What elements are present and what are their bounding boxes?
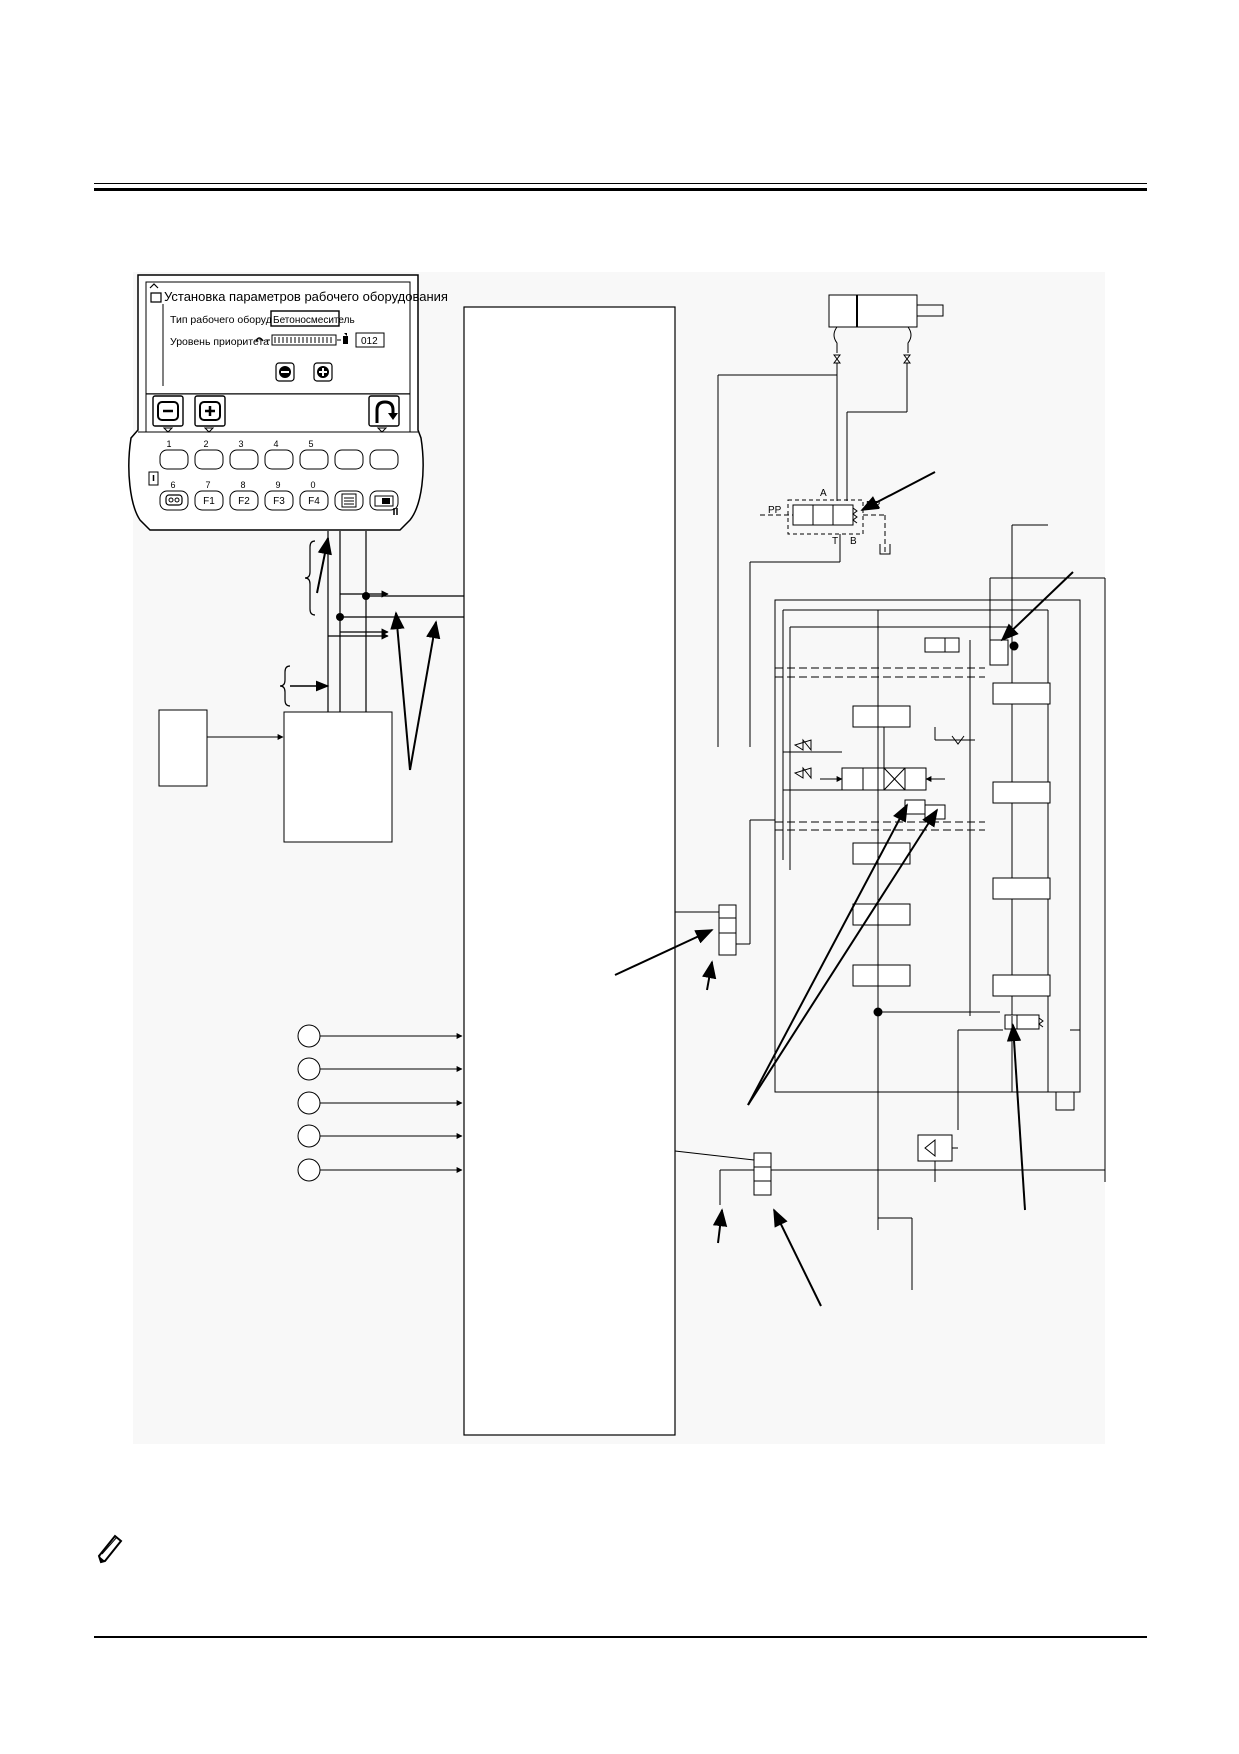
junction-dot <box>1009 641 1019 651</box>
f2-label: F2 <box>238 496 250 507</box>
key-number-0: 0 <box>310 480 315 490</box>
priority-value-box <box>355 332 385 348</box>
controller-box <box>283 711 393 843</box>
input-sensors <box>297 1024 463 1182</box>
rabbit-icon <box>343 333 348 344</box>
key-number-4: 4 <box>273 439 278 449</box>
header-rule-thin <box>94 183 1147 184</box>
screen-title: Установка параметров рабочего оборудован… <box>164 289 448 304</box>
keypad-key-f3[interactable] <box>264 490 294 511</box>
keypad-key-5[interactable] <box>299 449 329 470</box>
turtle-icon <box>255 337 264 342</box>
pointer-arrow <box>614 929 714 976</box>
key-number-3: 3 <box>238 439 243 449</box>
lcd-screen: Установка параметров рабочего оборудован… <box>149 283 448 386</box>
solenoid-valve-upper <box>718 904 737 956</box>
pointer-arrow <box>702 960 717 991</box>
keypad-key-2[interactable] <box>194 449 224 470</box>
pointer-arrow <box>390 611 411 771</box>
f1-label: F1 <box>203 496 215 507</box>
pointer-arrow <box>316 536 332 594</box>
keypad-key-f4[interactable] <box>299 490 329 511</box>
pointer-arrow <box>409 620 441 771</box>
key-number-8: 8 <box>240 480 245 490</box>
keypad-key-blank-2[interactable] <box>369 449 399 470</box>
keypad: 1 2 3 4 5 6 7 8 9 0 F1 F2 F3 F4 <box>148 439 399 515</box>
port-t-label: T <box>832 536 838 547</box>
type-value: Бетоносмеситель <box>273 315 355 326</box>
input-sensor-4 <box>297 1124 321 1148</box>
screen-mode-icon <box>165 494 183 506</box>
pointer-arrow <box>1000 571 1074 642</box>
pointer-arrow <box>747 808 938 1106</box>
priority-slider[interactable] <box>271 334 337 346</box>
input-sensor-1 <box>297 1024 321 1048</box>
header-rule-thick <box>94 188 1147 191</box>
port-pp-label: PP <box>768 505 782 516</box>
port-b-label: B <box>850 536 857 547</box>
hydraulic-cylinder <box>828 294 918 328</box>
directional-valve <box>792 504 854 526</box>
valve-dashed-housing <box>787 499 864 535</box>
valve-bottom-right <box>1004 1014 1040 1030</box>
pointer-arrow <box>747 803 908 1106</box>
key-number-5: 5 <box>308 439 313 449</box>
pencil-note-icon <box>97 1534 123 1564</box>
junction-dot <box>873 1007 883 1017</box>
wiring-left <box>279 531 466 714</box>
priority-label: Уровень приоритета <box>170 336 269 348</box>
return-arrow-icon <box>375 400 395 423</box>
key-number-1: 1 <box>166 439 171 449</box>
keypad-key-f2[interactable] <box>229 490 259 511</box>
menu-list-icon <box>341 493 357 508</box>
type-value-field[interactable] <box>270 310 340 327</box>
input-sensor-5 <box>297 1158 321 1182</box>
home-icon <box>149 283 162 303</box>
input-sensor-3 <box>297 1091 321 1115</box>
key-number-7: 7 <box>205 480 210 490</box>
keypad-key-f1[interactable] <box>194 490 224 511</box>
keypad-key-1[interactable] <box>159 449 189 470</box>
keypad-key-4[interactable] <box>264 449 294 470</box>
port-a-label: A <box>820 488 827 499</box>
footer-rule <box>94 1636 1147 1638</box>
keypad-key-blank-1[interactable] <box>334 449 364 470</box>
hydraulic-circuit <box>674 294 1106 1290</box>
pointer-arrow <box>1006 1023 1026 1211</box>
pointer-arrow <box>712 1208 728 1244</box>
central-controller <box>463 306 676 1436</box>
sensor-box <box>158 709 208 787</box>
valve-top-right <box>989 639 1009 666</box>
priority-value: 012 <box>361 336 378 347</box>
f3-label: F3 <box>273 496 285 507</box>
pointer-arrow <box>860 471 936 511</box>
pointer-arrow <box>773 1208 822 1307</box>
keypad-key-6[interactable] <box>159 490 189 511</box>
camera-icon <box>374 495 394 507</box>
f4-label: F4 <box>308 496 320 507</box>
key-number-6: 6 <box>170 480 175 490</box>
keypad-key-3[interactable] <box>229 449 259 470</box>
junction-dot <box>362 592 370 600</box>
key-number-2: 2 <box>203 439 208 449</box>
softkey-row <box>152 395 400 433</box>
priority-slider-ticks <box>274 337 332 343</box>
junction-dot <box>336 613 344 621</box>
key-number-9: 9 <box>275 480 280 490</box>
input-sensor-2 <box>297 1057 321 1081</box>
solenoid-valve-lower <box>753 1152 772 1196</box>
